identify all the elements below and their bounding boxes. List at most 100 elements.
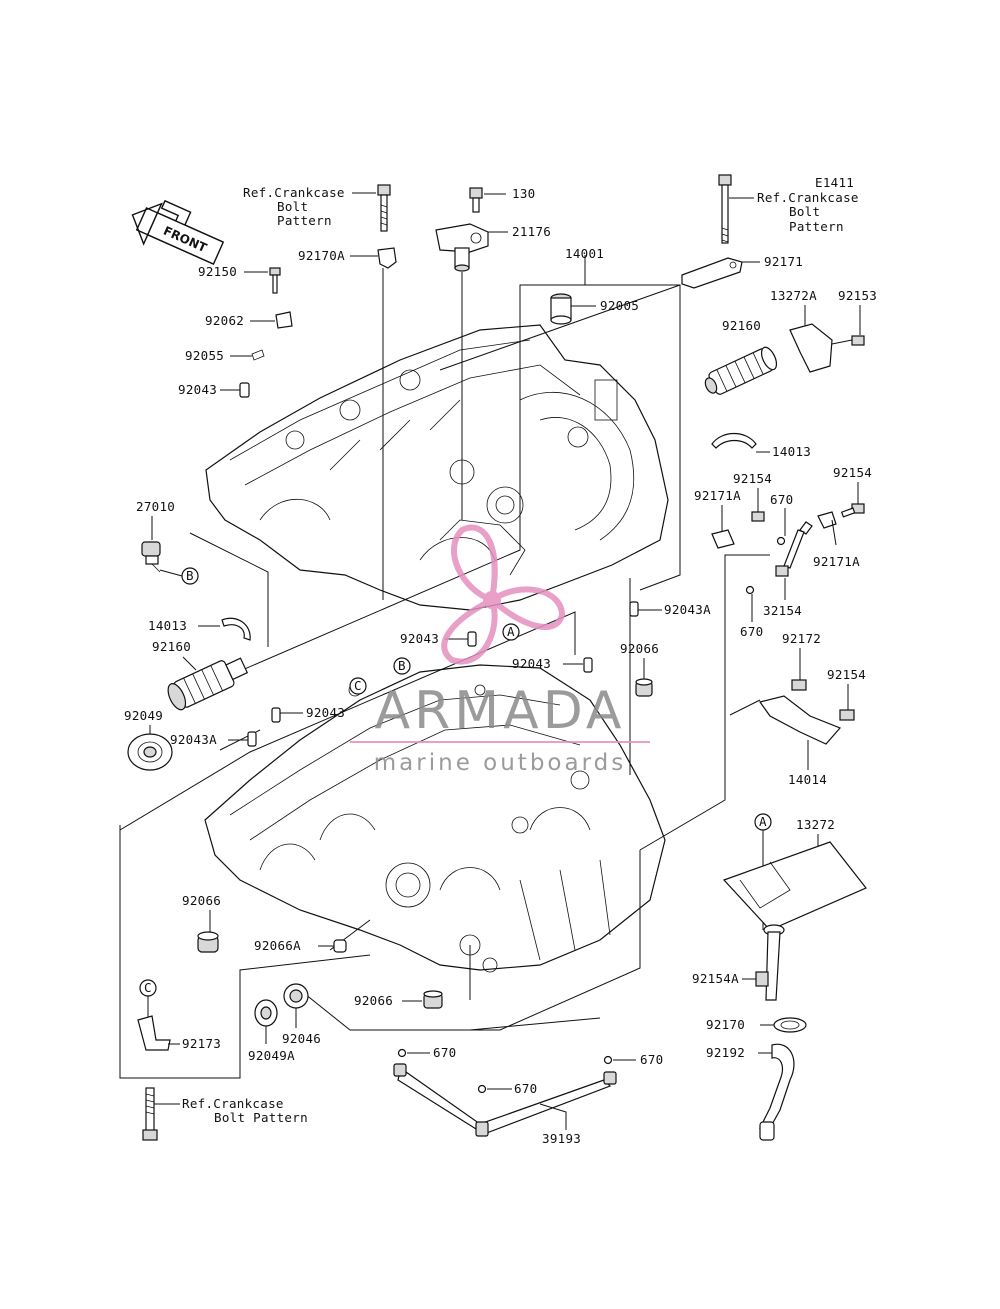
label-14013-b: 14013 xyxy=(772,444,811,459)
clamp-92170 xyxy=(773,1017,807,1033)
ref-bottom-line1: Ref.Crankcase xyxy=(182,1096,284,1111)
seal-92049 xyxy=(127,733,173,771)
label-92062: 92062 xyxy=(205,313,244,328)
label-92171A-b: 92171A xyxy=(813,554,860,569)
hose-92192 xyxy=(759,1043,795,1129)
label-92154-b: 92154 xyxy=(833,465,872,480)
pipe-32154 xyxy=(775,511,837,577)
ref-crankcase-bolt-top-left: Ref.Crankcase Bolt Pattern xyxy=(243,184,391,232)
clip-14013-lower xyxy=(221,617,251,641)
label-92043-d: 92043 xyxy=(512,656,551,671)
label-92066A: 92066A xyxy=(254,938,301,953)
ref-bottom-line2: Bolt Pattern xyxy=(214,1110,308,1125)
marker-c-center-text: C xyxy=(354,678,362,693)
label-670-a: 670 xyxy=(770,492,793,507)
label-92043-a: 92043 xyxy=(178,382,217,397)
bolt-92154-c xyxy=(839,709,855,721)
dowel-92043-d xyxy=(583,657,593,673)
bracket-92173 xyxy=(137,1015,171,1051)
label-32154: 32154 xyxy=(763,603,802,618)
armada-watermark: ARMADA marine outboards xyxy=(350,524,650,776)
label-670-e: 670 xyxy=(514,1081,537,1096)
label-39193: 39193 xyxy=(542,1131,581,1146)
label-92066-a: 92066 xyxy=(620,641,659,656)
fitting-92005 xyxy=(550,293,572,325)
label-92173: 92173 xyxy=(182,1036,221,1051)
label-92055: 92055 xyxy=(185,348,224,363)
ref-tr-line3: Pattern xyxy=(789,219,844,234)
label-92154-c: 92154 xyxy=(827,667,866,682)
oring-670-b xyxy=(745,585,755,595)
bracket-13272A xyxy=(789,323,833,373)
switch-27010 xyxy=(141,541,161,573)
label-92049: 92049 xyxy=(124,708,163,723)
label-670-b: 670 xyxy=(740,624,763,639)
bolt-92154A xyxy=(755,971,769,987)
clamp-92170A xyxy=(377,247,397,269)
label-92171: 92171 xyxy=(764,254,803,269)
marker-b-center xyxy=(393,657,411,675)
label-92153: 92153 xyxy=(838,288,877,303)
dowel-92043A-b xyxy=(629,601,639,617)
reference-lines xyxy=(119,255,770,1079)
oring-670-c xyxy=(397,1048,407,1058)
label-92172: 92172 xyxy=(782,631,821,646)
plug-92066-c xyxy=(423,990,443,1009)
part-92062 xyxy=(275,311,293,329)
ref-tl-line2: Bolt xyxy=(277,199,308,214)
bolt-92154-a xyxy=(751,511,765,522)
label-92170: 92170 xyxy=(706,1017,745,1032)
plug-92066-b xyxy=(197,931,219,953)
label-27010: 27010 xyxy=(136,499,175,514)
label-21176: 21176 xyxy=(512,224,551,239)
marker-c-center xyxy=(349,677,367,695)
plate-92171 xyxy=(681,257,743,289)
watermark-title: ARMADA xyxy=(375,681,626,741)
ref-tl-line3: Pattern xyxy=(277,213,332,228)
ref-crankcase-bolt-top-right: Ref.Crankcase Bolt Pattern xyxy=(718,174,859,244)
label-92046: 92046 xyxy=(282,1031,321,1046)
label-92043A-a: 92043A xyxy=(170,732,217,747)
ref-tr-line1: Ref.Crankcase xyxy=(757,190,859,205)
label-670-c: 670 xyxy=(433,1045,456,1060)
label-92154-a: 92154 xyxy=(733,471,772,486)
ref-crankcase-bolt-bottom: Ref.Crankcase Bolt Pattern xyxy=(142,1087,308,1141)
bearing-92046 xyxy=(283,983,309,1009)
clip-14013-upper xyxy=(711,432,757,449)
diagram-code: E1411 xyxy=(815,175,854,190)
label-92170A: 92170A xyxy=(298,248,345,263)
label-92154A: 92154A xyxy=(692,971,739,986)
marker-a-right-text: A xyxy=(759,814,767,829)
label-92049A: 92049A xyxy=(248,1048,295,1063)
bolt-92150 xyxy=(269,267,281,294)
label-92066-c: 92066 xyxy=(354,993,393,1008)
bolt-92153 xyxy=(851,335,865,346)
label-92005: 92005 xyxy=(600,298,639,313)
ref-tr-line2: Bolt xyxy=(789,204,820,219)
ref-tl-line1: Ref.Crankcase xyxy=(243,185,345,200)
dowel-92043-c xyxy=(467,631,477,647)
filter-92160-upper xyxy=(704,346,778,395)
oring-670-e xyxy=(477,1084,487,1094)
dowel-92043-b xyxy=(271,707,281,723)
bolt-130 xyxy=(469,187,483,199)
marker-b-center-text: B xyxy=(398,658,406,673)
label-92043-b: 92043 xyxy=(306,705,345,720)
plate-14014 xyxy=(758,695,842,745)
dowel-92043-a xyxy=(239,382,250,398)
marker-a-center-text: A xyxy=(507,624,515,639)
sensor-21176 xyxy=(435,223,489,272)
plate-13272 xyxy=(722,841,867,1001)
label-13272: 13272 xyxy=(796,817,835,832)
label-92150: 92150 xyxy=(198,264,237,279)
front-arrow-icon: FRONT xyxy=(131,199,225,265)
watermark-subtitle: marine outboards xyxy=(374,750,626,776)
propeller-logo-icon xyxy=(441,524,566,665)
label-130: 130 xyxy=(512,186,535,201)
label-92192: 92192 xyxy=(706,1045,745,1060)
label-14001: 14001 xyxy=(565,246,604,261)
label-14013-a: 14013 xyxy=(148,618,187,633)
label-14014: 14014 xyxy=(788,772,827,787)
label-92043A-b: 92043A xyxy=(664,602,711,617)
upper-crankcase xyxy=(205,324,669,611)
